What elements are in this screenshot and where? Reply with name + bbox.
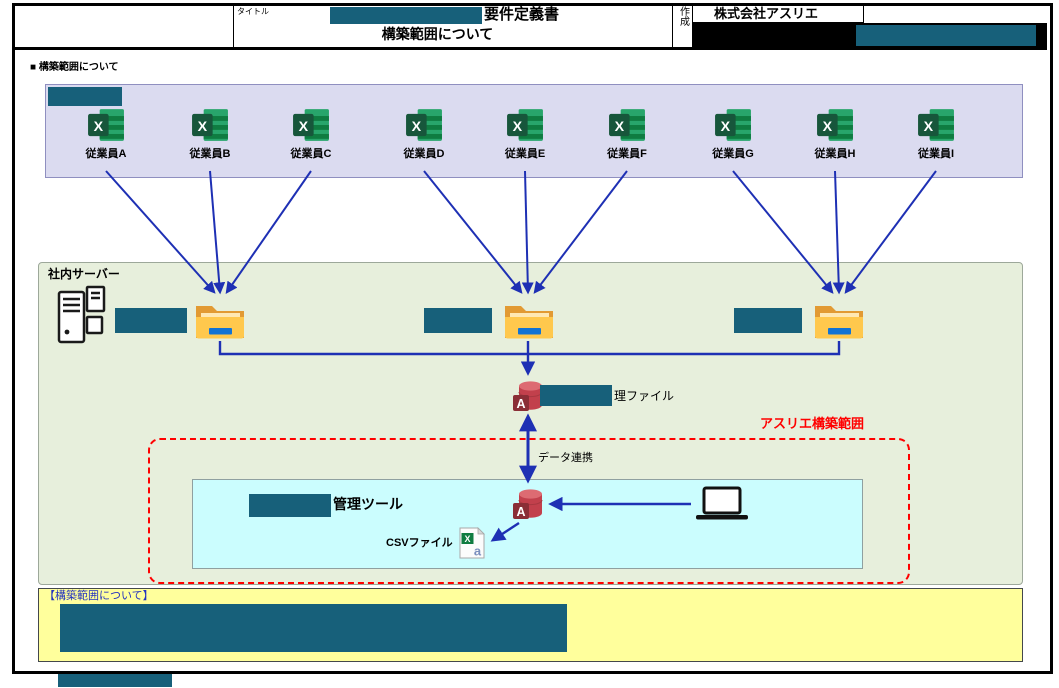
header-title-label: タイトル: [237, 7, 269, 16]
redaction-header-right: [856, 25, 1036, 46]
redaction-note-text: [60, 604, 567, 652]
excel-icon: [191, 108, 229, 142]
redaction-management-file: [540, 385, 612, 406]
employee-label: 従業員A: [85, 148, 127, 160]
excel-icon: [917, 108, 955, 142]
employee-label: 従業員C: [290, 148, 332, 160]
redaction-employees-box-label: [48, 87, 122, 106]
scope-label: アスリエ構築範囲: [760, 416, 865, 431]
header-divider: [233, 3, 234, 49]
header-bottom-border: [12, 47, 1047, 50]
redaction-folder1-label: [115, 308, 187, 333]
section-heading: ■ 構築範囲について: [30, 62, 119, 73]
redaction-footer: [58, 671, 172, 687]
employee-label: 従業員D: [403, 148, 445, 160]
excel-icon: [506, 108, 544, 142]
redaction-folder3-label: [734, 308, 802, 333]
redaction-folder2-label: [424, 308, 492, 333]
note-heading: 【構築範囲について】: [44, 590, 154, 602]
employee-label: 従業員F: [607, 148, 647, 160]
excel-icon: [714, 108, 752, 142]
employee-node: 従業員A: [66, 108, 146, 161]
employee-node: 従業員E: [485, 108, 565, 161]
excel-icon: [608, 108, 646, 142]
doc-subtitle: 構築範囲について: [381, 26, 494, 42]
folder-icon: [194, 300, 246, 340]
csv-file-icon: [458, 527, 486, 559]
excel-icon: [405, 108, 443, 142]
header-divider: [672, 3, 673, 49]
redaction-tool-name: [249, 494, 331, 517]
header-divider: [692, 22, 864, 23]
header-divider: [692, 3, 693, 49]
tool-label: 管理ツール: [333, 496, 403, 512]
employee-node: 従業員H: [795, 108, 875, 161]
excel-icon: [292, 108, 330, 142]
server-icon: [56, 284, 108, 346]
employee-label: 従業員E: [504, 148, 546, 160]
csv-file-label: CSVファイル: [386, 537, 453, 549]
laptop-icon: [695, 486, 749, 522]
excel-icon: [816, 108, 854, 142]
access-database-icon: [512, 487, 544, 521]
employee-node: 従業員D: [384, 108, 464, 161]
created-label: 作成: [677, 6, 689, 26]
employee-node: 従業員C: [271, 108, 351, 161]
data-link-label: データ連携: [538, 452, 593, 464]
folder-icon: [503, 300, 555, 340]
employee-node: 従業員G: [693, 108, 773, 161]
doc-title: 要件定義書: [484, 6, 560, 23]
employee-label: 従業員G: [712, 148, 754, 160]
excel-icon: [87, 108, 125, 142]
folder-icon: [813, 300, 865, 340]
employee-node: 従業員I: [896, 108, 976, 161]
company-name: 株式会社アスリエ: [714, 6, 819, 21]
employee-label: 従業員H: [814, 148, 856, 160]
employee-label: 従業員I: [917, 148, 955, 160]
header-divider: [863, 3, 864, 22]
management-file-label: 理ファイル: [614, 389, 675, 403]
employee-label: 従業員B: [189, 148, 231, 160]
redaction-header-title: [330, 7, 482, 24]
server-box-label: 社内サーバー: [48, 267, 120, 281]
employee-node: 従業員F: [587, 108, 667, 161]
employee-node: 従業員B: [170, 108, 250, 161]
